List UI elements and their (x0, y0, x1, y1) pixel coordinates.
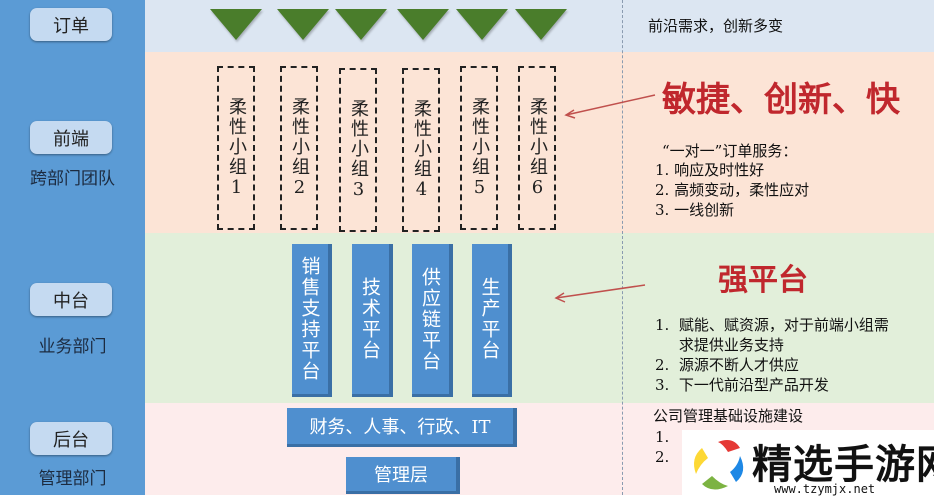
list-item: 1. (655, 428, 670, 446)
sidebar: 订单 前端 跨部门团队 中台 业务部门 后台 管理部门 (0, 0, 145, 495)
front-title: 敏捷、创新、快 (662, 80, 900, 120)
platform-box: 生产平台 (472, 244, 512, 397)
flex-group: 柔性小组4 (402, 68, 440, 232)
list-item: 2. 高频变动，柔性应对 (655, 181, 810, 199)
middle-label: 中台 (30, 283, 112, 316)
watermark: 精选手游网 www.tzymjx.net (682, 430, 934, 500)
list-item: 3. 下一代前沿型产品开发 (655, 376, 829, 394)
flex-group: 柔性小组6 (518, 66, 556, 230)
down-triangle-icon (210, 9, 262, 40)
front-band (145, 52, 934, 233)
down-triangle-icon (397, 9, 449, 40)
order-note: 前沿需求，创新多变 (648, 17, 784, 35)
arrow-icon (564, 94, 656, 119)
list-item: 2. (655, 448, 670, 466)
arrow-icon (554, 284, 646, 303)
front-sub: 跨部门团队 (30, 169, 115, 189)
back-title: 公司管理基础设施建设 (653, 407, 804, 425)
down-triangle-icon (515, 9, 567, 40)
platform-box: 销售支持平台 (292, 244, 332, 397)
back-label: 后台 (30, 422, 112, 455)
watermark-logo-icon (694, 440, 744, 490)
flex-group: 柔性小组1 (217, 66, 255, 230)
front-label: 前端 (30, 121, 112, 154)
list-item: 3. 一线创新 (655, 201, 735, 219)
watermark-url: www.tzymjx.net (774, 482, 876, 496)
divider (622, 0, 623, 495)
back-list: 1.2. (655, 427, 669, 467)
down-triangle-icon (277, 9, 329, 40)
front-intro: “一对一”订单服务： (662, 142, 798, 160)
flex-group: 柔性小组5 (460, 66, 498, 230)
list-item: 1. 响应及时性好 (655, 161, 765, 179)
back-sub: 管理部门 (38, 469, 107, 489)
front-list: 1. 响应及时性好 2. 高频变动，柔性应对 3. 一线创新 (655, 160, 809, 220)
flex-group: 柔性小组2 (280, 66, 318, 230)
middle-list: 1. 赋能、赋资源，对于前端小组需 求提供业务支持 2. 源源不断人才供应 3. 下… (655, 315, 889, 395)
flex-group: 柔性小组3 (339, 68, 377, 232)
list-item: 2. 源源不断人才供应 (655, 356, 799, 374)
list-item: 求提供业务支持 (655, 336, 784, 354)
platform-box: 技术平台 (352, 244, 393, 397)
order-label: 订单 (30, 8, 112, 41)
down-triangle-icon (335, 9, 387, 40)
list-item: 1. 赋能、赋资源，对于前端小组需 (655, 316, 889, 334)
support-bar: 财务、人事、行政、IT (287, 408, 517, 447)
platform-box: 供应链平台 (412, 244, 453, 397)
middle-band (145, 233, 934, 403)
watermark-name: 精选手游网 (752, 442, 934, 488)
down-triangle-icon (456, 9, 508, 40)
middle-sub: 业务部门 (38, 337, 107, 357)
management-bar: 管理层 (346, 457, 460, 494)
middle-title: 强平台 (718, 263, 808, 298)
